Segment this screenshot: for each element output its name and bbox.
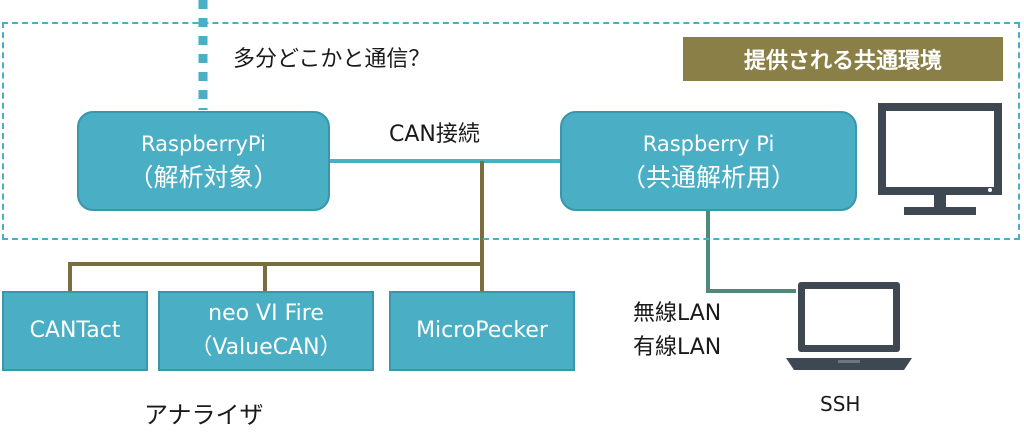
question-label: 多分どこかと通信？ <box>233 47 431 72</box>
monitor-icon <box>878 103 1002 215</box>
can-connection-label: CAN接続 <box>389 122 480 147</box>
shared-pi-name: Raspberry Pi <box>642 132 775 156</box>
analyzer-name: neo VI Fire <box>208 301 324 326</box>
lan-line <box>706 211 796 293</box>
ssh-label: SSH <box>820 392 861 416</box>
shared-environment-frame <box>2 22 1020 240</box>
target-pi-role: （解析対象） <box>128 163 279 192</box>
analyzer-name: MicroPecker <box>416 318 548 343</box>
shared-pi-role: （共通解析用） <box>620 163 796 192</box>
lan-labels: 無線LAN 有線LAN <box>633 297 721 365</box>
wired-lan-label: 有線LAN <box>633 335 722 360</box>
analyzer-box-cantact: CANTact <box>2 291 148 371</box>
wireless-lan-label: 無線LAN <box>633 301 722 326</box>
env-badge: 提供される共通環境 <box>683 37 1003 81</box>
analyzer-name: CANTact <box>29 318 121 343</box>
can-bus-main <box>68 262 484 291</box>
target-pi-name: RaspberryPi <box>141 132 266 156</box>
analyzer-subname: （ValueCAN） <box>190 335 342 360</box>
analyzer-box-micropecker: MicroPecker <box>389 291 575 371</box>
laptop-icon <box>786 282 912 370</box>
target-raspberry-pi-box: RaspberryPi （解析対象） <box>77 111 330 211</box>
shared-raspberry-pi-box: Raspberry Pi （共通解析用） <box>560 111 857 211</box>
analyzer-box-neovi: neo VI Fire （ValueCAN） <box>158 291 374 371</box>
analyzer-group-label: アナライザ <box>144 401 264 429</box>
